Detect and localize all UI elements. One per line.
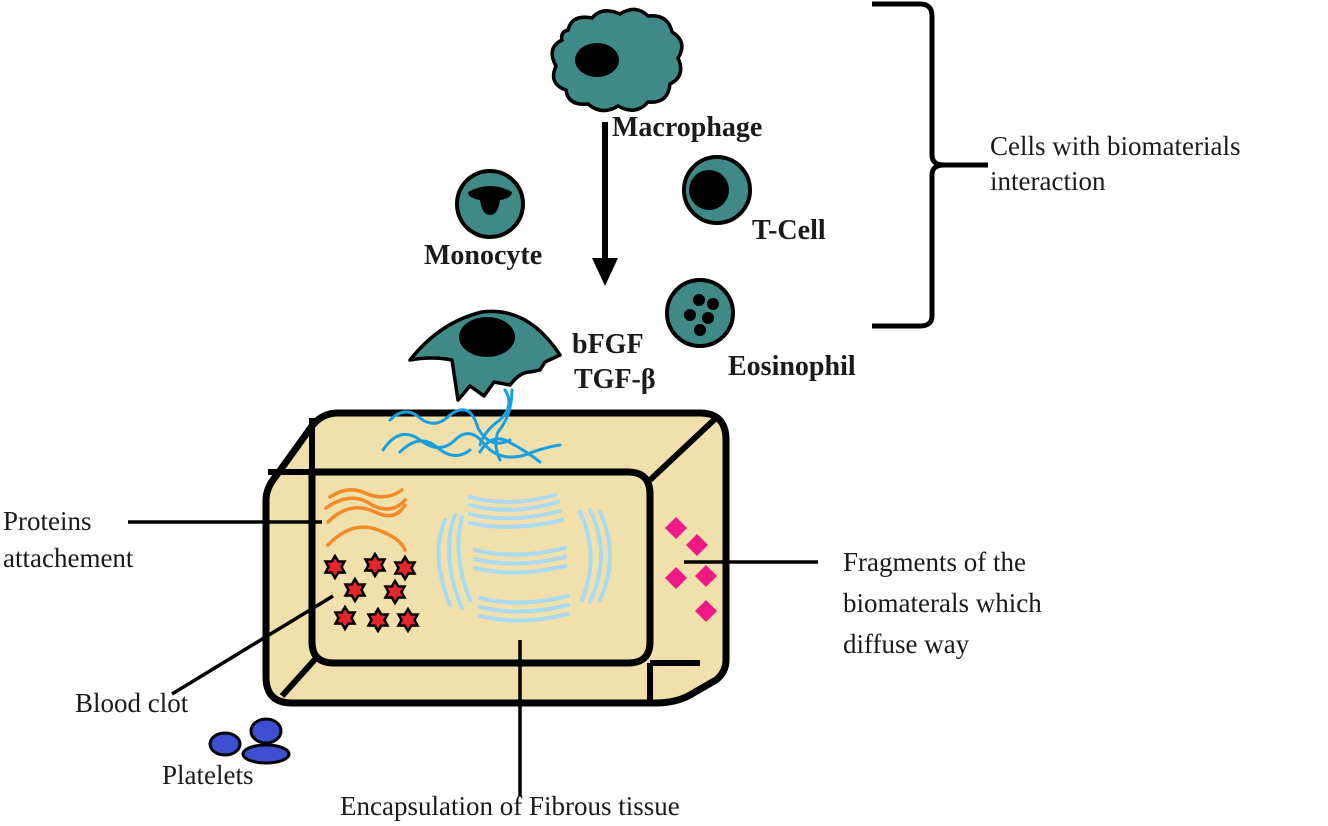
fragments-label-line2: biomaterals which	[843, 588, 1042, 618]
eosinophil-cell	[665, 278, 735, 348]
granule	[693, 294, 705, 306]
t-cell	[682, 155, 752, 225]
platelets	[208, 717, 291, 765]
blood-clot-star	[396, 606, 420, 634]
platelet	[241, 743, 291, 765]
granule	[707, 298, 719, 310]
blood-clot-star	[323, 553, 347, 581]
bracket-label-line2: interaction	[990, 166, 1106, 196]
bfgf-label: bFGF	[572, 329, 644, 360]
bracket-label-line1: Cells with biomaterials	[990, 131, 1241, 161]
platelet	[249, 717, 283, 745]
macrophage-label: Macrophage	[612, 112, 763, 143]
t-cell-nucleus	[689, 170, 729, 210]
implant-outer-shape	[262, 409, 730, 707]
protein-strands	[324, 488, 407, 552]
eosinophil-label: Eosinophil	[728, 351, 856, 382]
monocyte-label: Monocyte	[424, 240, 543, 271]
fibroblast-nucleus	[459, 317, 515, 357]
blood-clot-label: Blood clot	[75, 688, 189, 718]
encapsulation-label: Encapsulation of Fibrous tissue	[340, 791, 680, 821]
granule	[694, 324, 706, 336]
implant-edge	[647, 415, 719, 483]
fragment-diamond	[665, 567, 687, 589]
platelet	[208, 731, 242, 757]
fragments-label-line1: Fragments of the	[843, 547, 1026, 577]
monocyte-nucleus	[468, 186, 512, 215]
blood-clot-callout-line	[171, 594, 334, 696]
granule	[684, 309, 696, 321]
macrophage-nucleus	[575, 43, 619, 77]
blood-clot-star	[393, 554, 417, 582]
differentiation-arrow	[592, 122, 618, 286]
biomaterial-fragments	[665, 517, 717, 622]
blood-clot-star	[343, 576, 367, 604]
callout-lines	[128, 520, 818, 796]
fibrin-strands	[381, 388, 562, 464]
grouping-bracket	[872, 1, 988, 329]
t-cell-label: T-Cell	[752, 215, 826, 246]
fragment-diamond	[695, 600, 717, 622]
blood-clot-star	[363, 551, 387, 579]
blood-clot-star	[383, 578, 407, 606]
blood-clot-star	[366, 606, 390, 634]
platelets-label: Platelets	[162, 760, 254, 790]
fragment-diamond	[665, 517, 687, 539]
adherent-fibroblast-cell	[408, 309, 562, 402]
biomaterial-implant-box	[262, 409, 730, 707]
fragment-diamond	[695, 565, 717, 587]
fragments-label-line3: diffuse way	[843, 629, 970, 659]
monocyte-cell	[455, 169, 525, 239]
blood-clot-star	[333, 604, 357, 632]
implant-edge	[279, 653, 321, 699]
proteins-label-line2: attachement	[3, 543, 134, 573]
tgf-beta-label: TGF-β	[574, 364, 656, 395]
granule	[702, 312, 714, 324]
fragment-diamond	[686, 534, 708, 556]
proteins-label-line1: Proteins	[3, 506, 92, 536]
blood-clot-cells	[323, 551, 420, 634]
fibrous-tissue	[436, 493, 612, 623]
macrophage-cell	[550, 7, 684, 113]
